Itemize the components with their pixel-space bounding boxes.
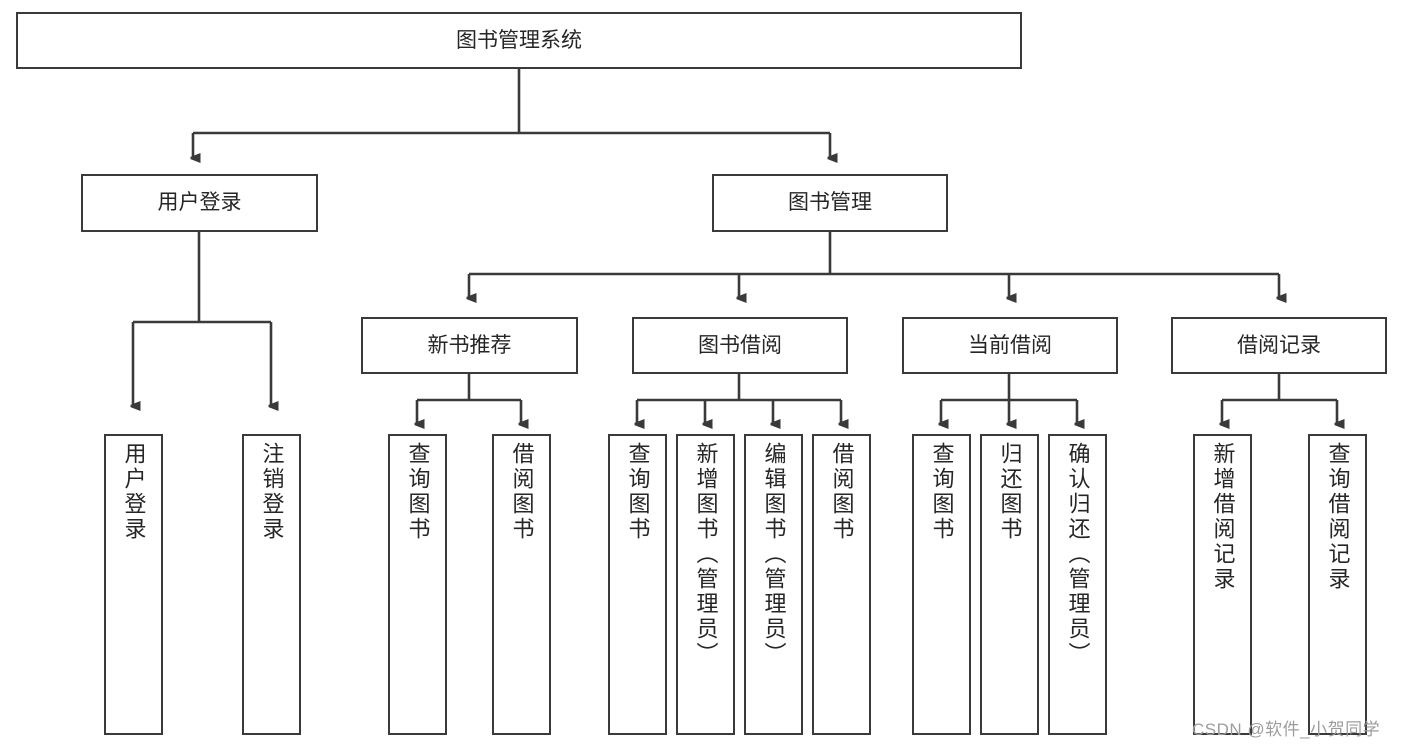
watermark-text: CSDN @软件_小贺同学 <box>1192 720 1381 739</box>
node-leaf-edit-book[interactable]: 编辑图书（管理员） <box>744 434 803 735</box>
node-leaf-borrow-book-2[interactable]: 借阅图书 <box>812 434 871 735</box>
node-leaf-return-book[interactable]: 归还图书 <box>980 434 1039 735</box>
node-leaf-add-record-label: 新增借阅记录 <box>1210 442 1236 592</box>
node-borrow-record-label: 借阅记录 <box>1237 333 1321 357</box>
node-leaf-query-book-2[interactable]: 查询图书 <box>608 434 667 735</box>
node-leaf-add-book[interactable]: 新增图书（管理员） <box>676 434 735 735</box>
node-borrow-record[interactable]: 借阅记录 <box>1171 317 1387 374</box>
node-leaf-query-book-1-label: 查询图书 <box>405 442 431 542</box>
node-leaf-edit-book-label: 编辑图书（管理员） <box>761 442 787 667</box>
node-leaf-logout-login-label: 注销登录 <box>259 442 285 542</box>
node-book-borrow[interactable]: 图书借阅 <box>632 317 848 374</box>
node-leaf-borrow-book-2-label: 借阅图书 <box>829 442 855 542</box>
node-leaf-query-book-3-label: 查询图书 <box>929 442 955 542</box>
node-leaf-user-login[interactable]: 用户登录 <box>104 434 163 735</box>
node-current-borrow-label: 当前借阅 <box>968 333 1052 357</box>
node-leaf-return-book-label: 归还图书 <box>997 442 1023 542</box>
node-leaf-add-record[interactable]: 新增借阅记录 <box>1193 434 1252 735</box>
node-user-login-label: 用户登录 <box>157 191 242 215</box>
node-root[interactable]: 图书管理系统 <box>16 12 1022 69</box>
node-leaf-query-record[interactable]: 查询借阅记录 <box>1308 434 1367 735</box>
node-leaf-query-book-3[interactable]: 查询图书 <box>912 434 971 735</box>
node-leaf-confirm-return-label: 确认归还（管理员） <box>1065 442 1091 667</box>
node-leaf-query-book-1[interactable]: 查询图书 <box>388 434 447 735</box>
node-leaf-add-book-label: 新增图书（管理员） <box>693 442 719 667</box>
node-book-borrow-label: 图书借阅 <box>698 333 782 357</box>
node-leaf-logout-login[interactable]: 注销登录 <box>242 434 301 735</box>
node-book-manage-label: 图书管理 <box>788 191 872 215</box>
node-new-book-rec-label: 新书推荐 <box>427 333 512 357</box>
node-current-borrow[interactable]: 当前借阅 <box>902 317 1118 374</box>
node-book-manage[interactable]: 图书管理 <box>712 174 948 232</box>
node-leaf-borrow-book-1-label: 借阅图书 <box>509 442 535 542</box>
node-leaf-borrow-book-1[interactable]: 借阅图书 <box>492 434 551 735</box>
node-leaf-user-login-label: 用户登录 <box>121 442 147 542</box>
node-leaf-confirm-return[interactable]: 确认归还（管理员） <box>1048 434 1107 735</box>
node-leaf-query-record-label: 查询借阅记录 <box>1325 442 1351 592</box>
node-leaf-query-book-2-label: 查询图书 <box>625 442 651 542</box>
node-new-book-rec[interactable]: 新书推荐 <box>361 317 578 374</box>
node-user-login[interactable]: 用户登录 <box>81 174 318 232</box>
node-root-label: 图书管理系统 <box>456 28 582 52</box>
